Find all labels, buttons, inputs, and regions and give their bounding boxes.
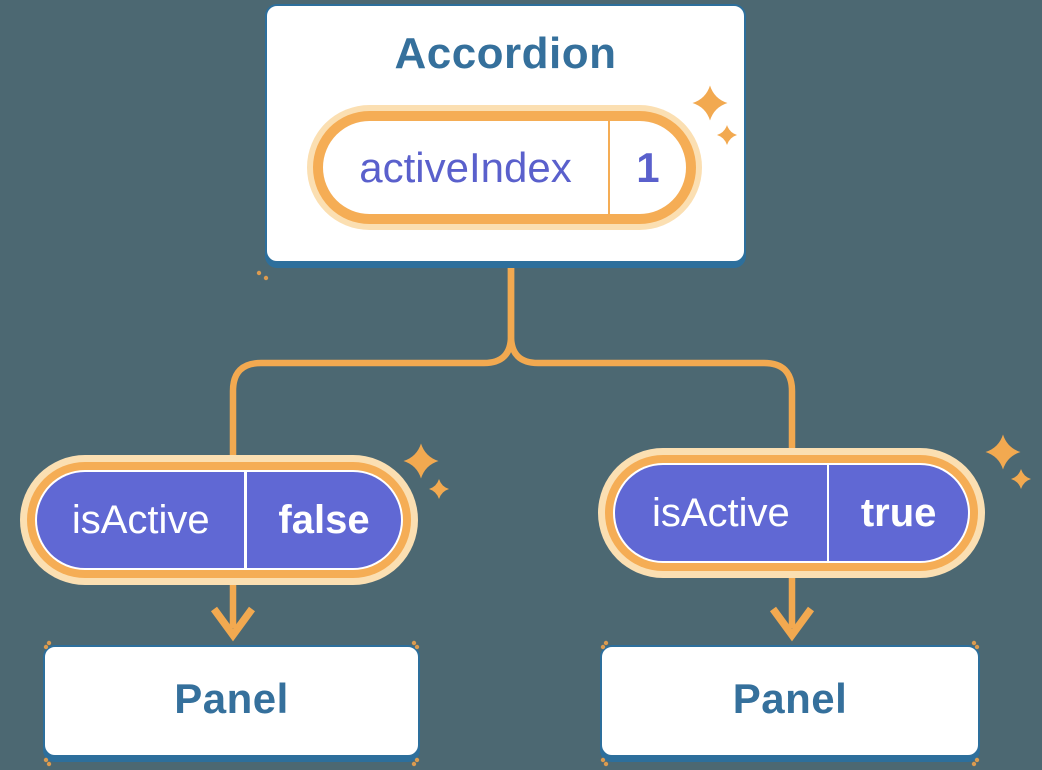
- state-name-label: activeIndex: [359, 143, 572, 191]
- state-value-label: 1: [636, 143, 660, 191]
- prop-value-label: false: [278, 497, 370, 542]
- prop-pill-isactive-false: isActive false: [20, 455, 418, 585]
- state-pill-ring: activeIndex 1: [313, 111, 696, 224]
- prop-pill-divider: [826, 465, 830, 561]
- prop-value-label: true: [860, 490, 937, 535]
- prop-name-label: isActive: [651, 490, 790, 535]
- prop-name-label: isActive: [71, 497, 210, 542]
- accordion-card-title: Accordion: [394, 29, 617, 78]
- sparkle-icon: [985, 434, 1031, 489]
- panel-card-title: Panel: [732, 675, 848, 723]
- panel-card-title: Panel: [174, 675, 289, 723]
- panel-component-card-left: Panel: [43, 645, 420, 757]
- accordion-component-card: Accordion activeIndex 1: [265, 4, 746, 263]
- prop-pill-outline: isActive true: [613, 463, 970, 563]
- prop-pill-outline: isActive false: [35, 470, 403, 570]
- prop-pill-body: isActive false: [37, 472, 401, 568]
- state-pill-activeindex: activeIndex 1: [307, 105, 702, 230]
- prop-pill-ring: isActive false: [27, 462, 411, 578]
- state-pill-divider: [607, 121, 610, 214]
- panel-component-card-right: Panel: [600, 645, 980, 757]
- arrow-down-icon-right: [769, 576, 815, 642]
- arrow-down-icon-left: [210, 583, 256, 642]
- prop-pill-ring: isActive true: [605, 455, 978, 571]
- prop-pill-isactive-true: isActive true: [598, 448, 985, 578]
- state-pill-body: activeIndex 1: [323, 121, 686, 214]
- prop-pill-body: isActive true: [615, 465, 968, 561]
